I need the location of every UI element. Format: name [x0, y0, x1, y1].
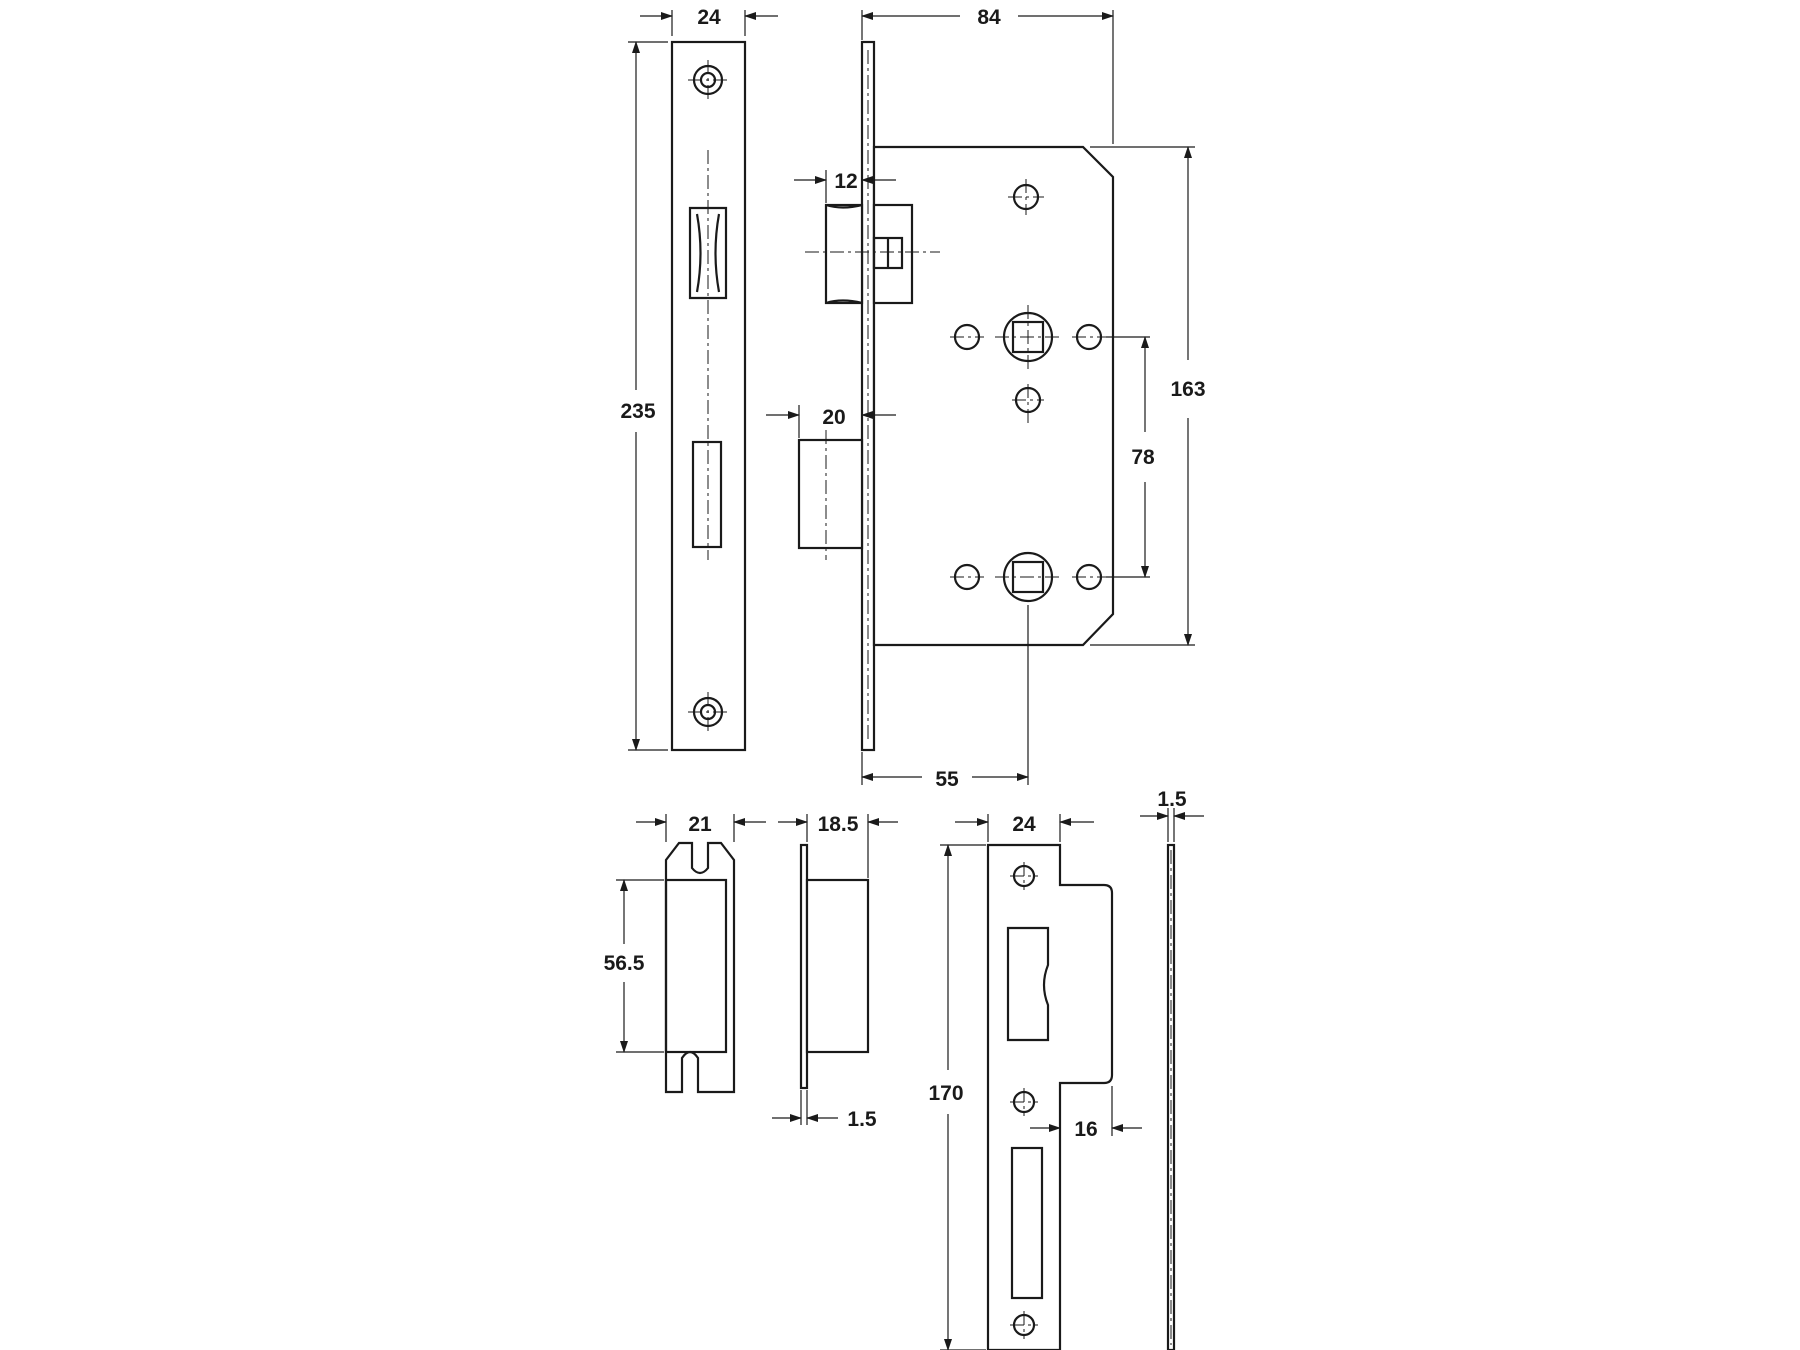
- dimension-label: 21: [688, 813, 712, 836]
- dimension-label: 1.5: [1157, 788, 1187, 811]
- box-keep-side-view: [799, 843, 870, 1090]
- fixing-hole: [1072, 323, 1106, 351]
- dimension-backset: 55: [861, 605, 1029, 791]
- dimension-label: 78: [1131, 446, 1155, 469]
- dimension-keep-depth: 18.5: [778, 813, 898, 878]
- follower-spindle-hole: [995, 551, 1061, 603]
- fixing-hole: [1012, 384, 1044, 426]
- dimension-label: 235: [620, 400, 655, 423]
- fixing-hole: [1072, 563, 1106, 591]
- dimension-label: 1.5: [847, 1108, 877, 1131]
- dimension-keep-height: 56.5: [604, 879, 664, 1053]
- dimension-keep-width: 21: [636, 813, 766, 842]
- dimension-label: 24: [1012, 813, 1036, 836]
- lock-case-side-view: [797, 40, 1115, 752]
- box-keep-front-view: [664, 841, 736, 1094]
- strike-plate-edge-view: [1166, 843, 1176, 1350]
- dimension-keep-plate-thickness: 1.5: [772, 1090, 877, 1131]
- dimension-label: 56.5: [604, 952, 645, 975]
- screw-hole: [1010, 1088, 1038, 1116]
- screw-hole: [1010, 862, 1038, 890]
- dimension-forend-height: 235: [620, 41, 668, 751]
- dimension-label: 12: [834, 170, 857, 193]
- dimension-forend-width: 24: [640, 6, 778, 36]
- dimension-label: 20: [822, 406, 845, 429]
- dimension-label: 163: [1170, 378, 1205, 401]
- dimension-latch-projection: 12: [794, 170, 896, 203]
- dimension-label: 84: [977, 6, 1001, 29]
- dimension-follower-centres: 78: [1106, 336, 1155, 578]
- dimension-case-height: 163: [1090, 146, 1206, 646]
- dimension-label: 55: [935, 768, 959, 791]
- dimension-strike-thickness: 1.5: [1140, 788, 1204, 842]
- dimension-strike-height: 170: [928, 844, 986, 1350]
- follower-spindle-hole: [995, 305, 1061, 370]
- screw-hole: [1010, 1311, 1038, 1339]
- dimension-bolt-projection: 20: [766, 405, 896, 438]
- dimension-strike-lip: 16: [1030, 1086, 1142, 1141]
- forend-front-view: [670, 40, 747, 752]
- dimension-label: 16: [1074, 1118, 1097, 1141]
- dimension-case-depth: 84: [861, 6, 1114, 144]
- fixing-hole: [950, 563, 984, 591]
- strike-plate-front-view: [986, 843, 1114, 1350]
- dimension-strike-width: 24: [955, 813, 1094, 842]
- fixing-hole: [1008, 179, 1044, 215]
- dimension-label: 24: [697, 6, 721, 29]
- dimension-label: 18.5: [818, 813, 859, 836]
- dimension-label: 170: [928, 1082, 963, 1105]
- fixing-hole: [950, 323, 984, 351]
